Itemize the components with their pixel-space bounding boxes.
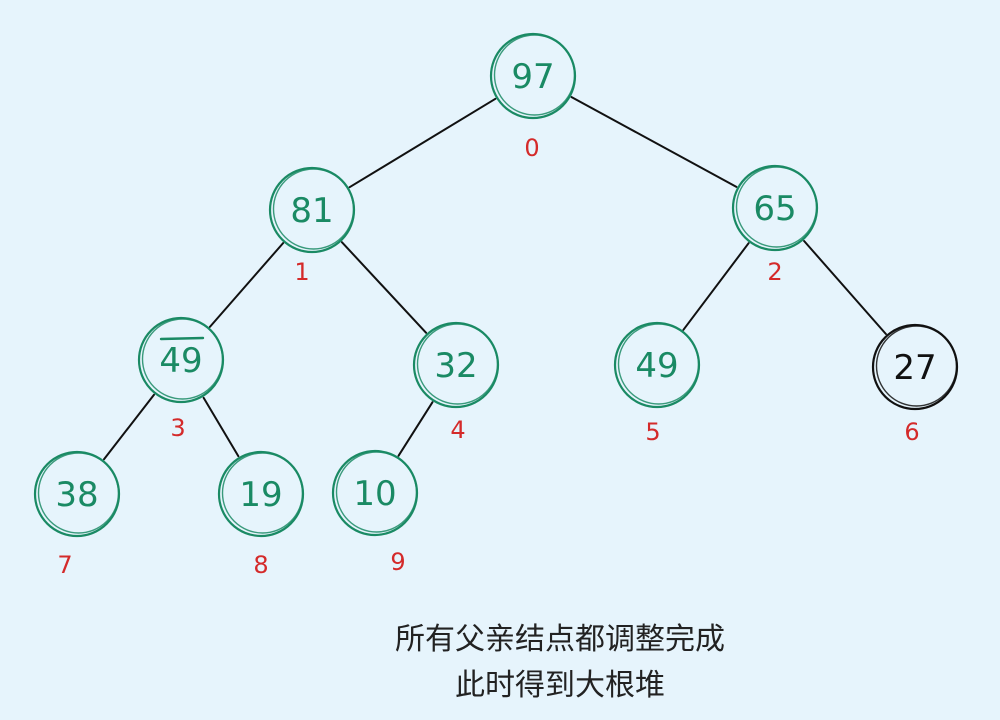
edge-2-5 (682, 242, 750, 331)
node-circle-sketch (617, 323, 700, 405)
node-value: 65 (753, 189, 796, 229)
node-index-label: 9 (390, 548, 405, 576)
heap-node-2: 65 2 (731, 164, 819, 286)
edge-0-1 (348, 97, 497, 189)
edge-4-9 (397, 401, 434, 457)
heap-node-9: 10 9 (331, 449, 419, 576)
heap-node-5: 49 5 (613, 321, 701, 446)
node-index-label: 4 (450, 416, 465, 444)
heap-node-0: 97 0 (489, 32, 577, 162)
caption-line-1: 所有父亲结点都调整完成 (395, 622, 725, 657)
node-value: 97 (511, 57, 554, 97)
node-index-label: 3 (170, 414, 185, 442)
node-value: 27 (893, 348, 936, 388)
node-value: 10 (353, 474, 396, 514)
node-circle-sketch (493, 34, 576, 116)
heap-node-8: 19 8 (217, 450, 305, 579)
node-index-label: 5 (645, 418, 660, 446)
overline-mark (159, 336, 205, 341)
node-circle-sketch (416, 323, 499, 405)
edge-2-6 (803, 240, 887, 335)
edge-1-4 (340, 241, 428, 334)
node-circle-sketch (37, 452, 120, 534)
node-circle-sketch (875, 325, 958, 407)
edge-1-3 (208, 242, 285, 328)
node-value: 81 (290, 191, 333, 231)
edge-0-2 (570, 96, 738, 188)
node-circle-sketch (335, 451, 418, 533)
edge-3-7 (103, 393, 155, 461)
caption-line-2: 此时得到大根堆 (455, 668, 665, 703)
node-value: 38 (55, 475, 98, 515)
heap-node-3: 49 3 (137, 316, 225, 442)
node-layer: 97 0 81 1 65 2 49 3 32 4 49 5 27 6 38 7 19 8 10 9 (33, 32, 959, 579)
caption: 所有父亲结点都调整完成 此时得到大根堆 (0, 617, 1000, 709)
node-index-label: 7 (57, 551, 72, 579)
node-value: 49 (635, 346, 678, 386)
node-value: 32 (434, 346, 477, 386)
node-circle-sketch (272, 168, 355, 250)
node-circle-sketch (221, 452, 304, 534)
heap-node-7: 38 7 (33, 450, 121, 579)
heap-node-4: 32 4 (412, 321, 500, 444)
edge-layer (103, 96, 887, 461)
node-index-label: 0 (524, 134, 539, 162)
node-index-label: 1 (294, 258, 309, 286)
node-index-label: 6 (904, 418, 919, 446)
node-value: 19 (239, 475, 282, 515)
edge-3-8 (202, 396, 240, 458)
node-circle-sketch (735, 166, 818, 248)
node-circle-sketch (141, 318, 224, 400)
node-index-label: 8 (253, 551, 268, 579)
node-value: 49 (159, 341, 202, 381)
heap-node-6: 27 6 (871, 323, 959, 446)
node-index-label: 2 (767, 258, 782, 286)
heap-node-1: 81 1 (268, 166, 356, 286)
